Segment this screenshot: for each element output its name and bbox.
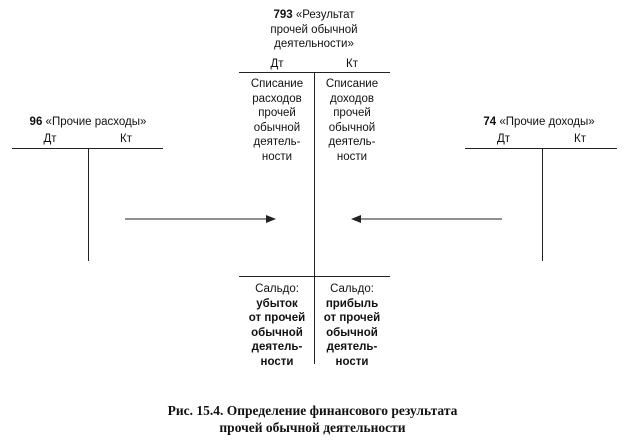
figure-caption-line1: Рис. 15.4. Определение финансового резул… [167,403,458,418]
credit-balance-line: прибыль [325,297,379,310]
center-debit-header: Дт [270,58,284,70]
debit-balance-line: ности [260,355,294,368]
center-credit-body-line: прочей [333,107,371,120]
left-account-title-text: «Прочие расходы» [45,116,147,128]
left-debit-header: Дт [43,133,57,145]
left-credit-header: Кт [120,133,132,145]
credit-balance-line: ности [335,355,369,368]
center-balance-line [239,276,390,277]
center-debit-balance: Сальдо: убыток от прочей обычной деятель… [240,282,314,370]
center-credit-header: Кт [346,58,358,70]
center-debit-body-line: обычной [253,121,301,134]
center-account-title-line3: деятельности» [274,38,354,51]
right-debit-header: Дт [496,133,511,145]
credit-balance-line: от прочей [323,312,381,325]
center-debit-body: Списание расходов прочей обычной деятель… [240,77,314,165]
center-credit-body-line: доходов [330,92,374,105]
center-credit-body-line: деятель- [328,136,376,149]
center-debit-body-line: деятель- [253,136,301,149]
right-credit-header: Кт [574,133,586,145]
right-account-number: 74 [483,116,497,128]
figure-caption-line2: прочей обычной деятельности [219,420,406,435]
left-t-account-top-line [12,148,163,149]
left-t-account-divider [88,148,89,261]
center-debit-body-line: Списание [250,78,304,90]
right-t-account-divider [542,148,543,261]
center-account-title: 793 «Результат прочей обычной деятельнос… [220,8,408,52]
right-t-account-top-line [465,148,617,149]
debit-balance-line: обычной [251,326,303,339]
left-account-title: 96 «Прочие расходы» [10,115,166,130]
debit-balance-line: деятель- [251,341,303,354]
center-account-title-line2: прочей обычной [270,23,358,36]
center-credit-body: Списание доходов прочей обычной деятель-… [315,77,389,165]
left-account-number: 96 [29,116,43,128]
center-account-title-line1: 793 «Результат [220,8,408,23]
right-account-title: 74 «Прочие доходы» [461,115,617,130]
center-t-account-divider [314,72,315,364]
center-account-title-text: «Результат [295,9,355,21]
credit-balance-label: Сальдо: [330,283,374,295]
center-credit-body-line: Списание [325,78,379,90]
right-account-title-text: «Прочие доходы» [499,116,595,128]
figure-caption: Рис. 15.4. Определение финансового резул… [0,402,625,436]
center-account-number: 793 [273,9,293,21]
center-credit-body-line: ности [336,150,368,163]
center-debit-body-line: расходов [252,92,302,105]
debit-balance-line: убыток [256,297,298,310]
center-credit-body-line: обычной [328,121,376,134]
credit-balance-line: обычной [326,326,378,339]
center-debit-body-line: ности [261,150,293,163]
credit-balance-line: деятель- [326,341,378,354]
center-debit-body-line: прочей [258,107,296,120]
center-credit-balance: Сальдо: прибыль от прочей обычной деятел… [315,282,389,370]
debit-balance-label: Сальдо: [255,283,299,295]
debit-balance-line: от прочей [248,312,306,325]
